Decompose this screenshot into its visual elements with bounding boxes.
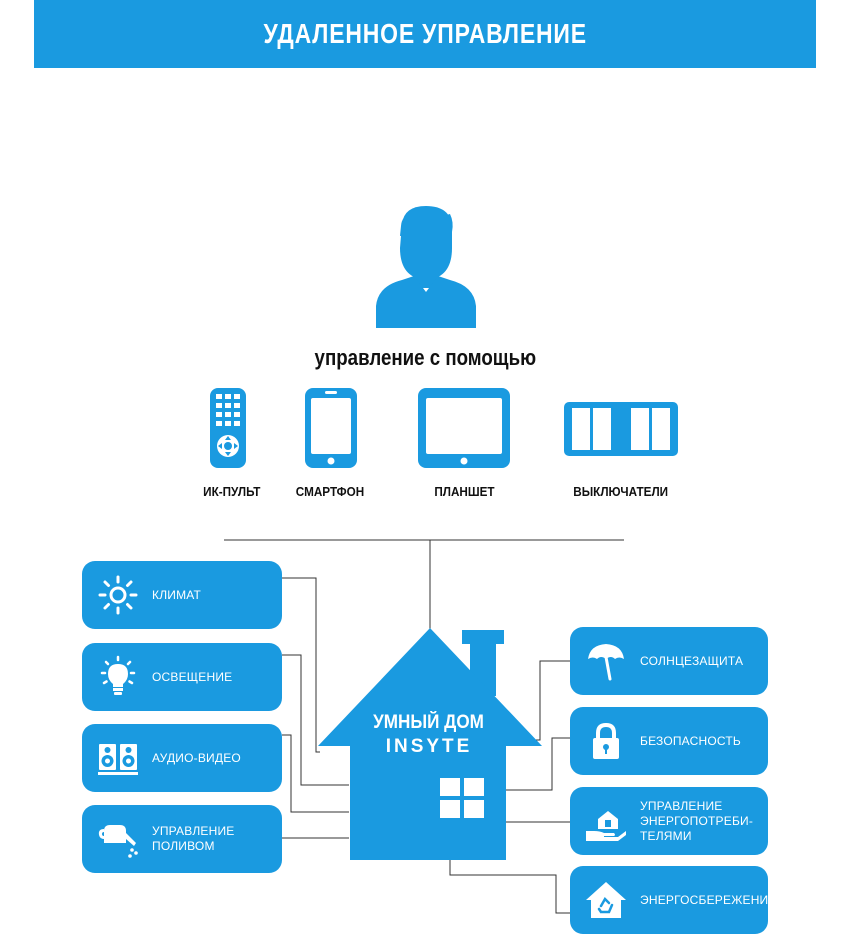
card-climate[interactable]: КЛИМАТ xyxy=(82,561,282,629)
sun-icon xyxy=(98,575,138,615)
card-security[interactable]: БЕЗОПАСНОСТЬ xyxy=(570,707,768,775)
card-label: УПРАВЛЕНИЕ ЭНЕРГОПОТРЕБИ- ТЕЛЯМИ xyxy=(640,798,754,843)
card-label: БЕЗОПАСНОСТЬ xyxy=(640,733,741,748)
watering-can-icon xyxy=(98,825,138,858)
card-label: СОЛНЦЕЗАЩИТА xyxy=(640,653,744,668)
eco-house-icon xyxy=(586,882,626,918)
house-title: УМНЫЙ ДОМ xyxy=(373,712,485,733)
card-energy-saving[interactable]: ЭНЕРГОСБЕРЕЖЕНИЕ xyxy=(570,866,776,934)
house-icon xyxy=(318,628,542,860)
house-brand: INSYTE xyxy=(385,736,473,757)
card-lighting[interactable]: ОСВЕЩЕНИЕ xyxy=(82,643,282,711)
device-label-tablet: ПЛАНШЕТ xyxy=(433,484,495,499)
card-label: УПРАВЛЕНИЕ ПОЛИВОМ xyxy=(152,824,235,853)
page-title: УДАЛЕННОЕ УПРАВЛЕНИЕ xyxy=(263,18,587,49)
smartphone-icon xyxy=(305,388,357,468)
lightbulb-icon xyxy=(100,655,136,695)
card-label: АУДИО-ВИДЕО xyxy=(152,750,241,765)
speakers-icon xyxy=(98,744,138,775)
switch-icon xyxy=(564,402,678,456)
control-subtitle: управление с помощью xyxy=(314,345,536,370)
remote-icon xyxy=(210,388,246,468)
device-label-switches: ВЫКЛЮЧАТЕЛИ xyxy=(573,484,669,499)
card-energy-consumers[interactable]: УПРАВЛЕНИЕ ЭНЕРГОПОТРЕБИ- ТЕЛЯМИ xyxy=(570,787,768,855)
card-label: ЭНЕРГОСБЕРЕЖЕНИЕ xyxy=(640,892,777,907)
header-banner: УДАЛЕННОЕ УПРАВЛЕНИЕ xyxy=(34,0,816,68)
device-label-smartphone: СМАРТФОН xyxy=(295,484,365,499)
device-label-remote: ИК-ПУЛЬТ xyxy=(203,484,261,499)
card-label: ОСВЕЩЕНИЕ xyxy=(152,669,233,684)
card-label: КЛИМАТ xyxy=(152,587,202,602)
card-watering[interactable]: УПРАВЛЕНИЕ ПОЛИВОМ xyxy=(82,805,282,873)
lock-icon xyxy=(593,722,619,759)
card-audio-video[interactable]: АУДИО-ВИДЕО xyxy=(82,724,282,792)
energy-hand-icon xyxy=(586,811,626,841)
umbrella-icon xyxy=(588,644,624,681)
card-sun-protection[interactable]: СОЛНЦЕЗАЩИТА xyxy=(570,627,768,695)
tablet-icon xyxy=(418,388,510,468)
user-icon xyxy=(376,206,476,328)
